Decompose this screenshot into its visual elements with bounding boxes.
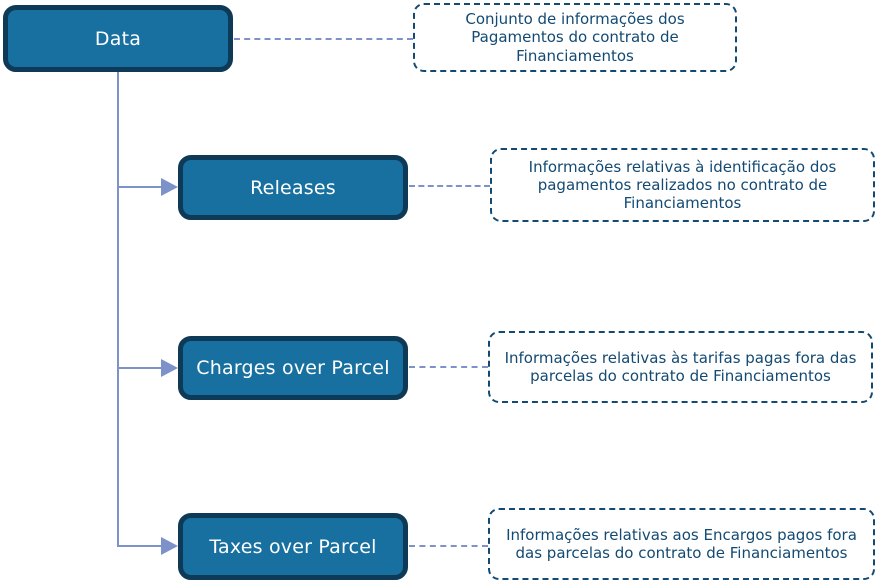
- node-charges-over-parcel: Charges over Parcel: [178, 336, 408, 400]
- branch-line-taxes: [117, 545, 162, 547]
- node-releases-label: Releases: [250, 176, 336, 199]
- annotation-taxes-over-parcel: Informações relativas aos Encargos pagos…: [488, 508, 875, 580]
- node-data: Data: [3, 5, 233, 72]
- arrow-right-icon: [161, 178, 178, 196]
- annotation-charges-over-parcel: Informações relativas às tarifas pagas f…: [488, 331, 873, 403]
- dashed-connector-releases: [409, 185, 490, 187]
- branch-line-charges: [117, 367, 162, 369]
- dashed-connector-taxes: [409, 545, 488, 547]
- dashed-connector-data: [234, 38, 413, 40]
- dashed-connector-charges: [409, 366, 488, 368]
- annotation-data-text: Conjunto de informações dos Pagamentos d…: [465, 10, 685, 65]
- annotation-taxes-over-parcel-text: Informações relativas aos Encargos pagos…: [506, 525, 857, 562]
- trunk-connector-line: [117, 71, 119, 547]
- node-taxes-over-parcel: Taxes over Parcel: [178, 513, 408, 580]
- annotation-releases: Informações relativas à identificação do…: [490, 148, 875, 222]
- branch-line-releases: [117, 186, 162, 188]
- arrow-right-icon: [161, 537, 178, 555]
- arrow-right-icon: [161, 359, 178, 377]
- node-releases: Releases: [178, 155, 408, 220]
- annotation-data: Conjunto de informações dos Pagamentos d…: [413, 3, 737, 72]
- annotation-releases-text: Informações relativas à identificação do…: [528, 157, 837, 213]
- node-taxes-over-parcel-label: Taxes over Parcel: [209, 535, 377, 558]
- node-charges-over-parcel-label: Charges over Parcel: [196, 357, 390, 379]
- annotation-charges-over-parcel-text: Informações relativas às tarifas pagas f…: [504, 348, 857, 385]
- node-data-label: Data: [94, 27, 142, 50]
